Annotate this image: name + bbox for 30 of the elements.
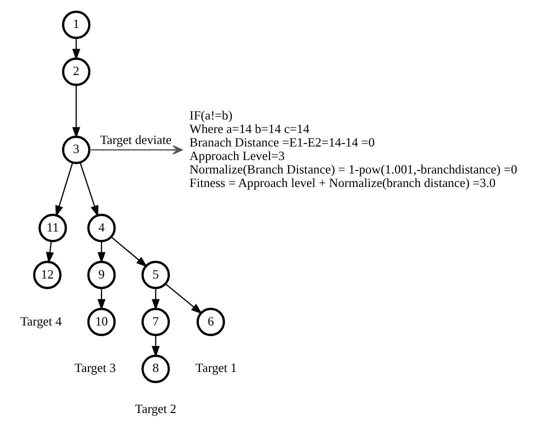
arrow bbox=[152, 288, 160, 310]
node-label: Target 4 bbox=[20, 314, 62, 328]
arrow bbox=[80, 162, 98, 217]
node-circle: 2 bbox=[62, 58, 90, 86]
arrow bbox=[98, 288, 106, 310]
node-circle: 1 bbox=[62, 10, 90, 40]
node-circle: 4 bbox=[87, 214, 116, 242]
arrow bbox=[72, 84, 80, 139]
node-circle: 12 bbox=[33, 260, 62, 290]
node-label: Target 2 bbox=[135, 402, 176, 416]
node-circle: 9 bbox=[87, 260, 116, 290]
edge-label: Target deviate bbox=[100, 132, 172, 147]
node-circle: 11 bbox=[38, 214, 67, 242]
node-circle: 8 bbox=[141, 354, 170, 384]
arrow bbox=[165, 283, 202, 314]
node-circle: 5 bbox=[141, 260, 170, 290]
node-label: Target 3 bbox=[74, 361, 116, 376]
arrow bbox=[110, 236, 148, 268]
node-circle: 10 bbox=[87, 308, 116, 336]
node-circle: 6 bbox=[196, 308, 225, 336]
node-circle: 3 bbox=[62, 136, 90, 164]
arrow bbox=[98, 241, 106, 264]
arrow bbox=[89, 145, 183, 155]
arrow bbox=[72, 38, 80, 60]
arrow bbox=[152, 335, 160, 358]
node-label: Target 1 bbox=[196, 361, 237, 376]
node-text: IF(a!=b) Where a=14 b=14 c=14 Branach Distance =E1-E2=14-14 =0 Approach Level=3 Normalize(Branch Distance) = 1-pow(1.001,-branchdistance) =0 Fitness = Approach level + Normalize(branch distance) =3.0 bbox=[190, 108, 518, 190]
arrow bbox=[55, 162, 74, 217]
arrow bbox=[46, 241, 54, 264]
node-circle: 7 bbox=[141, 308, 170, 336]
